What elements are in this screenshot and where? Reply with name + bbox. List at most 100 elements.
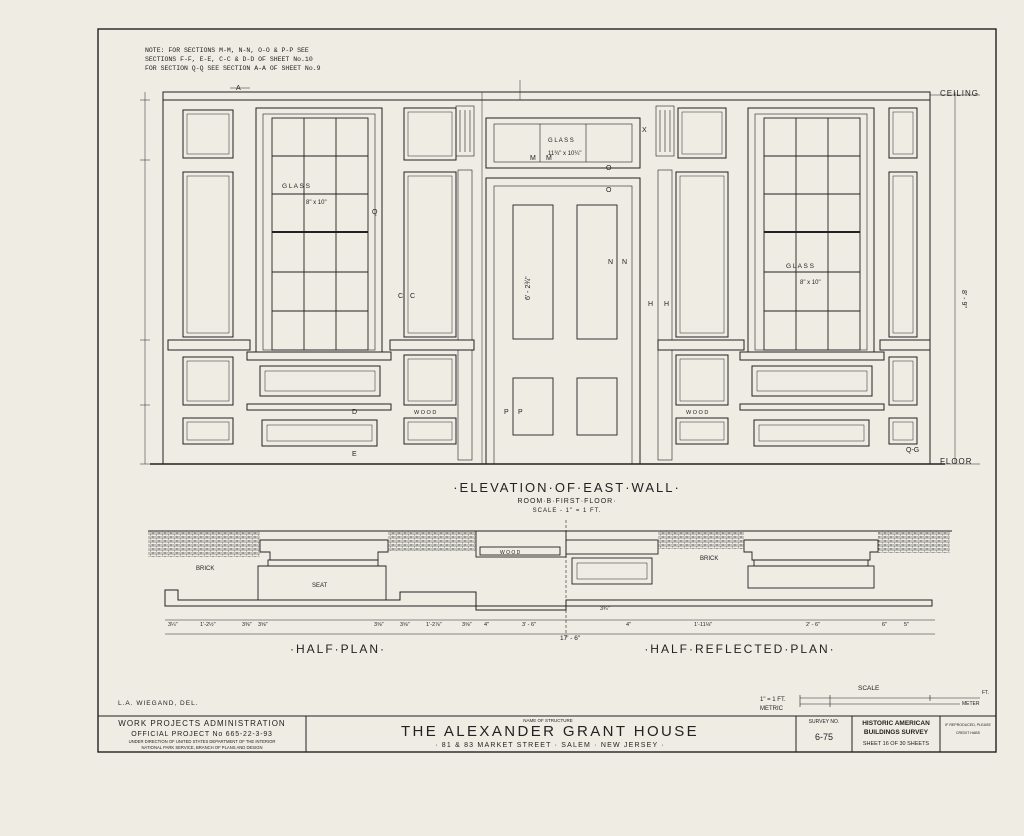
glass-size-right: 8" x 10" bbox=[800, 280, 821, 286]
elevation-east-wall bbox=[140, 80, 980, 465]
wood-label-left: W O O D bbox=[414, 410, 436, 416]
scale-bar-label: SCALE bbox=[858, 685, 880, 692]
brick-hatch-4 bbox=[878, 531, 950, 553]
door-height-dim: 6' - 2¾" bbox=[525, 276, 532, 300]
note-line-2: SECTIONS F-F, E-E, C-C & D-D OF SHEET No… bbox=[145, 56, 313, 63]
scale-bar-feet: 1" = 1 FT. bbox=[760, 697, 786, 703]
overall-height-dim: 8' - 9" bbox=[960, 290, 967, 308]
section-marker-qg: Q-G bbox=[906, 447, 919, 454]
section-marker-m2: M bbox=[546, 155, 552, 162]
right-window-frame bbox=[747, 107, 875, 353]
plan-dim-6: 3⅝" bbox=[400, 622, 410, 628]
sheet-number: SHEET 16 OF 30 SHEETS bbox=[863, 741, 930, 747]
house-address: · 81 & 83 MARKET STREET · SALEM · NEW JE… bbox=[435, 742, 665, 749]
delineator-credit: L.A. WIEGAND, DEL. bbox=[118, 700, 199, 707]
scale-bar-metric: METRIC bbox=[760, 706, 784, 712]
plan-dim-9: 4" bbox=[484, 622, 489, 628]
brick-hatch-3 bbox=[658, 531, 744, 549]
plan-dim-7: 1'-2⅞" bbox=[426, 622, 442, 628]
section-marker-h2: H bbox=[664, 301, 669, 308]
plan-dim-16: 3¾" bbox=[600, 606, 610, 612]
scale-bar bbox=[799, 695, 980, 707]
section-marker-c1: C bbox=[398, 293, 403, 300]
habs-line-2: BUILDINGS SURVEY bbox=[864, 729, 929, 736]
glass-label-left: G L A S S bbox=[282, 183, 311, 190]
section-marker-o1: O bbox=[606, 165, 612, 172]
section-marker-a: A bbox=[236, 85, 241, 92]
plan-drawing bbox=[148, 520, 952, 640]
scale-bar-meter-unit: METER bbox=[962, 701, 980, 707]
section-marker-m1: M bbox=[530, 155, 536, 162]
fluted-pilaster-left bbox=[455, 105, 475, 461]
plan-dim-12: 1'-11⅛" bbox=[694, 622, 712, 628]
note-line-1: NOTE: FOR SECTIONS M-M, N-N, O-O & P-P S… bbox=[145, 47, 309, 54]
plan-dim-5: 3⅝" bbox=[374, 622, 384, 628]
ceiling-label: CEILING bbox=[940, 89, 979, 98]
elevation-dimensions bbox=[140, 80, 980, 465]
section-marker-n1: N bbox=[608, 259, 613, 266]
plan-wood-label: W O O D bbox=[500, 550, 521, 556]
plan-dim-3: 3⅜" bbox=[242, 622, 252, 628]
notes-block: NOTE: FOR SECTIONS M-M, N-N, O-O & P-P S… bbox=[145, 47, 321, 72]
plan-overall-dim: 17' - 6" bbox=[560, 635, 581, 642]
credit-stamp-line-1: IF REPRODUCED, PLEASE bbox=[945, 723, 991, 727]
plan-brick-right: BRICK bbox=[700, 556, 718, 562]
wpa-branch: NATIONAL PARK SERVICE, BRANCH OF PLANS A… bbox=[141, 745, 262, 750]
section-marker-q: Q bbox=[372, 209, 378, 216]
credit-stamp-line-2: CREDIT HABS bbox=[956, 731, 981, 735]
floor-label: FLOOR bbox=[940, 457, 973, 466]
elevation-title: ·ELEVATION·OF·EAST·WALL· bbox=[453, 480, 681, 495]
section-marker-d: D bbox=[352, 409, 357, 416]
wpa-project: OFFICIAL PROJECT No 665-22-3-93 bbox=[131, 731, 273, 738]
plan-dim-1: 3¼" bbox=[168, 622, 178, 628]
fluted-pilaster-right bbox=[655, 105, 675, 461]
wood-label-right: W O O D bbox=[686, 410, 708, 416]
brick-hatch-1 bbox=[148, 531, 260, 557]
plan-seat-label: SEAT bbox=[312, 583, 328, 589]
elevation-subtitle: ROOM·B·FIRST·FLOOR· bbox=[517, 498, 616, 505]
survey-no-caption: SURVEY NO. bbox=[809, 719, 840, 725]
door-panels bbox=[512, 204, 618, 436]
title-block bbox=[97, 715, 997, 753]
glass-size-left: 8" x 10" bbox=[306, 200, 327, 206]
plan-dim-15: 5" bbox=[904, 622, 909, 628]
transom-glass-label: G L A S S bbox=[548, 138, 574, 144]
section-marker-e: E bbox=[352, 451, 357, 458]
brick-hatch-2 bbox=[388, 531, 476, 551]
section-marker-h1: H bbox=[648, 301, 653, 308]
cornice bbox=[162, 91, 931, 101]
plan-dim-10: 3' - 6" bbox=[522, 622, 536, 628]
plan-dim-2: 1'-2½" bbox=[200, 621, 216, 628]
plan-dim-11: 4" bbox=[626, 622, 631, 628]
plan-dim-14: 6" bbox=[882, 622, 887, 628]
plan-dim-4: 3⅝" bbox=[258, 622, 268, 628]
plan-dimension-labels: 3¼" 1'-2½" 3⅜" 3⅝" 3⅝" 3⅝" 1'-2⅞" 3⅝" 4"… bbox=[168, 606, 909, 628]
plan-brick-left: BRICK bbox=[196, 566, 214, 572]
section-marker-x: X bbox=[642, 127, 647, 134]
scale-bar-ft-unit: FT. bbox=[982, 690, 989, 696]
half-plan-title: ·HALF·PLAN· bbox=[290, 642, 386, 656]
elevation-scale: SCALE - 1" = 1 FT. bbox=[533, 508, 602, 514]
plan-dim-8: 3⅝" bbox=[462, 622, 472, 628]
wpa-direction: UNDER DIRECTION OF UNITED STATES DEPARTM… bbox=[129, 739, 276, 744]
note-line-3: FOR SECTION Q-Q SEE SECTION A-A OF SHEET… bbox=[145, 65, 321, 72]
structure-name-caption: NAME OF STRUCTURE bbox=[523, 718, 573, 723]
wpa-name: WORK PROJECTS ADMINISTRATION bbox=[118, 719, 285, 728]
section-marker-p1: P bbox=[504, 409, 509, 416]
plan-dim-13: 2' - 6" bbox=[806, 622, 820, 628]
survey-number: 6-75 bbox=[815, 732, 833, 742]
house-name: THE ALEXANDER GRANT HOUSE bbox=[401, 723, 699, 740]
section-marker-c2: C bbox=[410, 293, 415, 300]
half-reflected-plan-title: ·HALF·REFLECTED·PLAN· bbox=[644, 642, 835, 656]
transom-frame bbox=[485, 117, 641, 169]
left-window-sash bbox=[271, 117, 369, 351]
section-marker-n2: N bbox=[622, 259, 627, 266]
section-marker-o2: O bbox=[606, 187, 612, 194]
transom-glass-size: 11¾" x 10¼" bbox=[548, 151, 582, 157]
glass-label-right: G L A S S bbox=[786, 263, 815, 270]
left-window-frame bbox=[255, 107, 383, 353]
section-marker-p2: P bbox=[518, 409, 523, 416]
habs-line-1: HISTORIC AMERICAN bbox=[862, 720, 930, 727]
right-window-sash bbox=[763, 117, 861, 351]
